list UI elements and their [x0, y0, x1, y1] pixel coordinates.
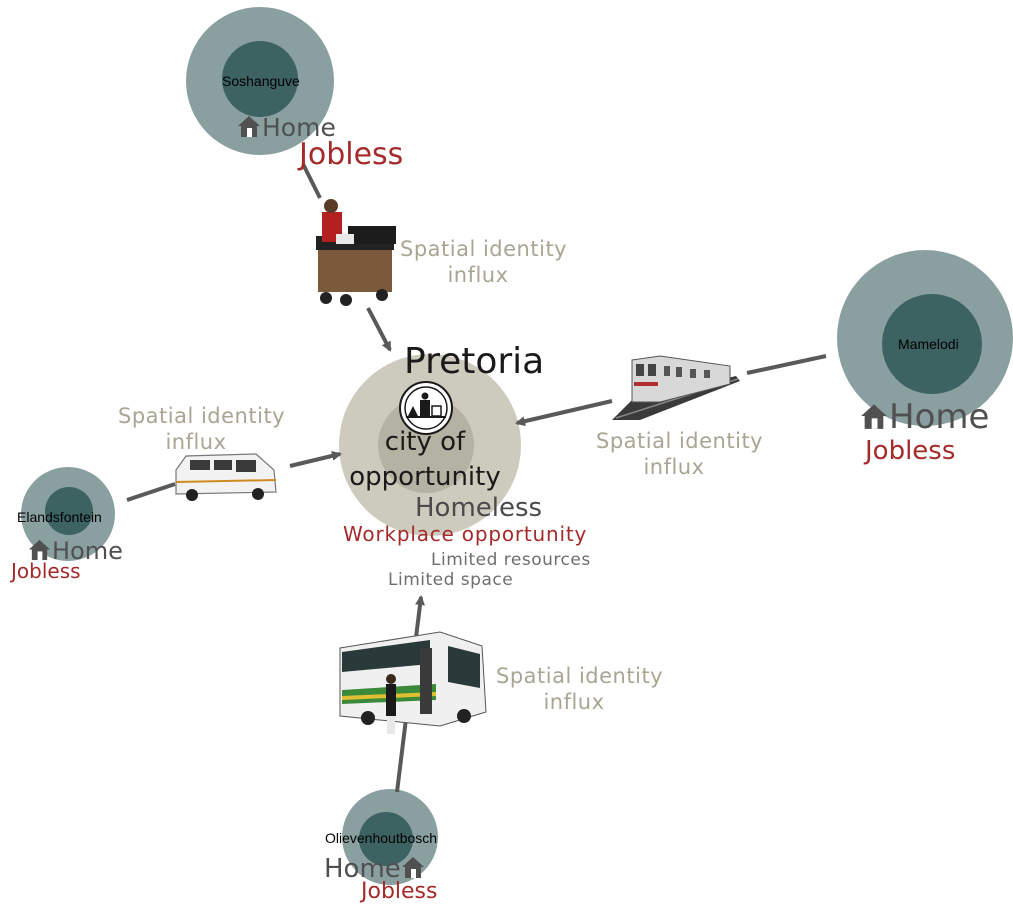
- north-connector: [301, 163, 322, 199]
- east-flow-line1: Spatial identity: [596, 429, 764, 453]
- east-flow-label: Spatial identity influx: [596, 428, 764, 480]
- olievenhoutbosch-home-text: Home: [324, 854, 401, 884]
- olievenhoutbosch-jobless: Jobless: [361, 879, 438, 904]
- elandsfontein-home-text: Home: [52, 537, 123, 565]
- south-flow-line2: influx: [543, 690, 605, 714]
- mamelodi-home-text: Home: [889, 397, 990, 437]
- pretoria-line2: opportunity: [349, 462, 501, 492]
- west-connector: [126, 482, 176, 502]
- olievenhoutbosch-home: Home: [324, 855, 426, 882]
- homeless-label: Homeless: [415, 493, 543, 523]
- pretoria-inner-circle: [378, 397, 474, 493]
- north-flow-line2: influx: [447, 263, 509, 287]
- mamelodi-home: Home: [860, 400, 989, 434]
- mamelodi-inner-circle: [882, 294, 982, 394]
- minibus-taxi-image: [175, 453, 277, 501]
- limited-space-label: Limited space: [388, 570, 514, 590]
- street-vendor-cart-image: [316, 199, 396, 306]
- south-flow-line1: Spatial identity: [496, 664, 664, 688]
- elandsfontein-inner-circle: [45, 487, 93, 535]
- train-image: [612, 355, 740, 420]
- home-icon: [401, 857, 424, 878]
- pretoria-title: Pretoria: [404, 341, 545, 382]
- east-flow-line2: influx: [643, 455, 705, 479]
- west-arrow: [289, 451, 342, 468]
- north-arrow: [366, 307, 392, 352]
- home-icon: [861, 404, 887, 429]
- west-flow-line2: influx: [165, 430, 227, 454]
- olievenhoutbosch-name: Olievenhoutbosch: [325, 830, 438, 846]
- pretoria-line1: city of: [384, 427, 466, 457]
- bus-image: [339, 631, 487, 734]
- south-flow-label: Spatial identity influx: [496, 663, 664, 715]
- soshanguve-home: Home: [237, 114, 336, 140]
- east-connector: [746, 354, 827, 375]
- olievenhoutbosch-inner-circle: [359, 812, 413, 866]
- elandsfontein-jobless: Jobless: [11, 559, 81, 583]
- soshanguve-name: Soshanguve: [222, 73, 300, 89]
- north-flow-label: Spatial identity influx: [400, 236, 568, 288]
- soshanguve-jobless: Jobless: [299, 137, 404, 172]
- west-flow-label: Spatial identity influx: [118, 403, 286, 455]
- west-flow-line1: Spatial identity: [118, 404, 286, 428]
- mamelodi-name: Mamelodi: [898, 336, 959, 352]
- elandsfontein-name: Elandsfontein: [17, 509, 102, 525]
- north-flow-line1: Spatial identity: [400, 237, 568, 261]
- soshanguve-home-text: Home: [262, 113, 336, 142]
- mamelodi-jobless: Jobless: [865, 436, 956, 466]
- home-icon: [28, 539, 51, 561]
- elandsfontein-home: Home: [28, 538, 123, 563]
- home-icon: [238, 116, 260, 137]
- workplace-opportunity-label: Workplace opportunity: [343, 522, 588, 546]
- market-icon: [399, 381, 453, 435]
- east-arrow: [515, 399, 613, 427]
- limited-resources-label: Limited resources: [431, 550, 591, 570]
- soshanguve-inner-circle: [222, 41, 298, 117]
